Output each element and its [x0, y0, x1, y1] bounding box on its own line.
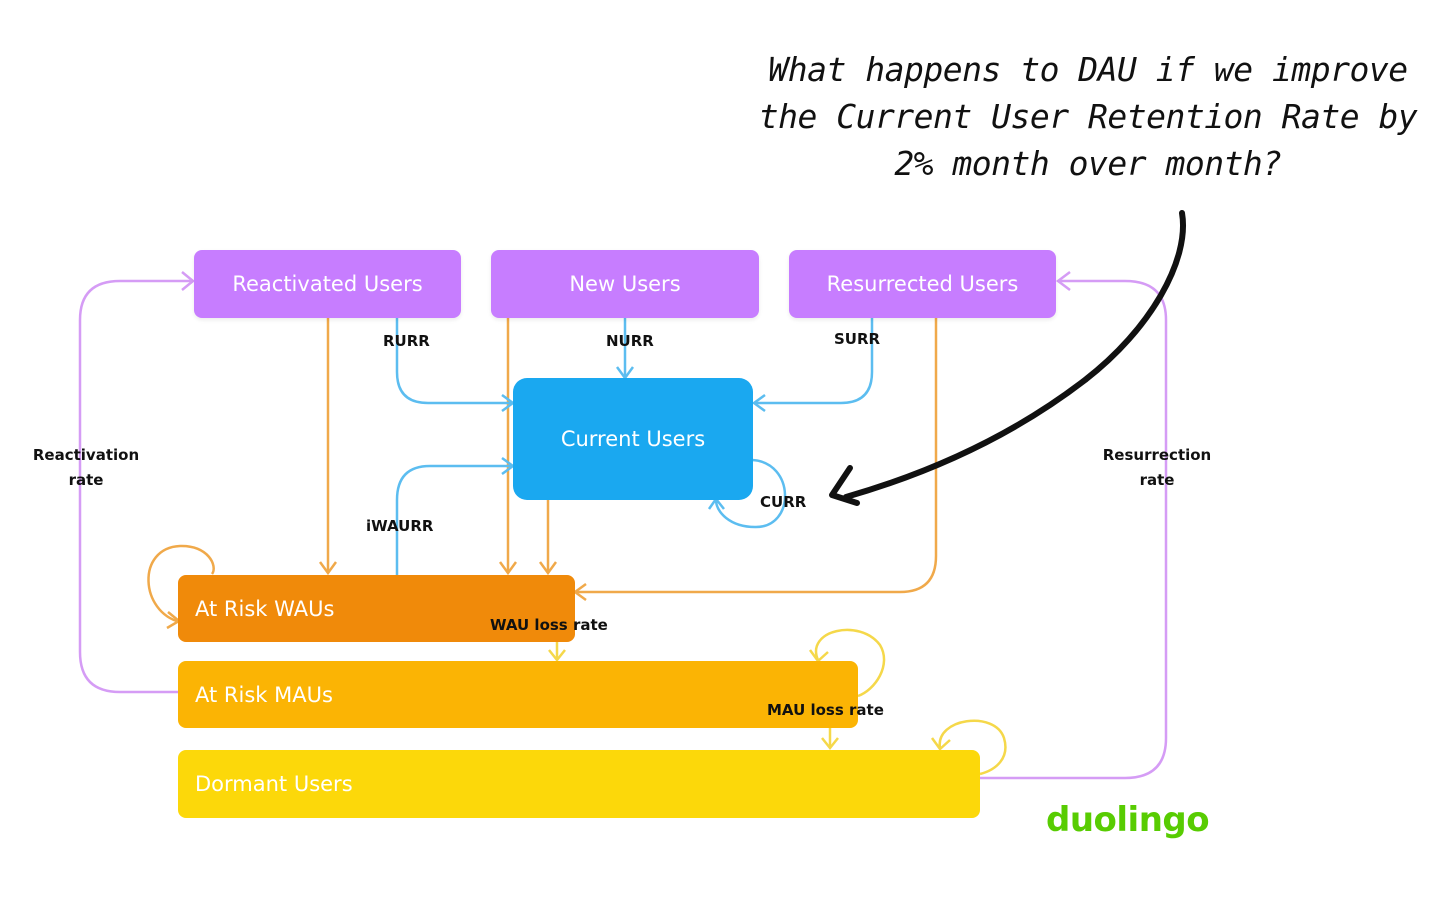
reactivation-rate-arrow [78, 279, 192, 694]
surr-arrow [755, 318, 874, 405]
iwaurr-label: iWAURR [366, 517, 434, 535]
nurr-label: NURR [606, 332, 654, 350]
rurr-arrow [395, 318, 512, 405]
dormant-users-node: Dormant Users [178, 750, 980, 818]
mau-loss-rate-label: MAU loss rate [767, 701, 884, 719]
annotation-arrow [843, 210, 1186, 500]
mau-self-loop [814, 628, 886, 698]
at-risk-waus-node: At Risk WAUs [178, 575, 575, 642]
wau-loss-rate-label: WAU loss rate [490, 616, 608, 634]
reactivated-users-node: Reactivated Users [194, 250, 461, 318]
annotation-arrowhead [829, 465, 860, 506]
question-annotation: What happens to DAU if we improve the Cu… [758, 50, 1418, 183]
dormant-self-loop [938, 719, 1007, 776]
curr-label: CURR [760, 493, 807, 511]
resurrected-to-wau-arrow [575, 318, 938, 594]
resurrected-users-node: Resurrected Users [789, 250, 1056, 318]
resurrection-rate-label: Resurrection rate [1102, 446, 1212, 489]
resurrection-arrowhead [1055, 271, 1071, 291]
surr-label: SURR [834, 330, 881, 348]
resurrection-rate-arrow [980, 279, 1168, 780]
rurr-label: RURR [383, 332, 430, 350]
at-risk-maus-node: At Risk MAUs [178, 661, 858, 728]
iwaurr-arrow [395, 464, 512, 575]
wau-self-loop [147, 544, 215, 624]
reactivation-arrowhead [181, 271, 195, 291]
duolingo-logo: duolingo [1046, 800, 1210, 840]
new-users-node: New Users [491, 250, 759, 318]
current-users-node: Current Users [513, 378, 753, 500]
curr-self-loop [714, 458, 787, 529]
reactivation-rate-label: Reactivation rate [32, 446, 140, 489]
